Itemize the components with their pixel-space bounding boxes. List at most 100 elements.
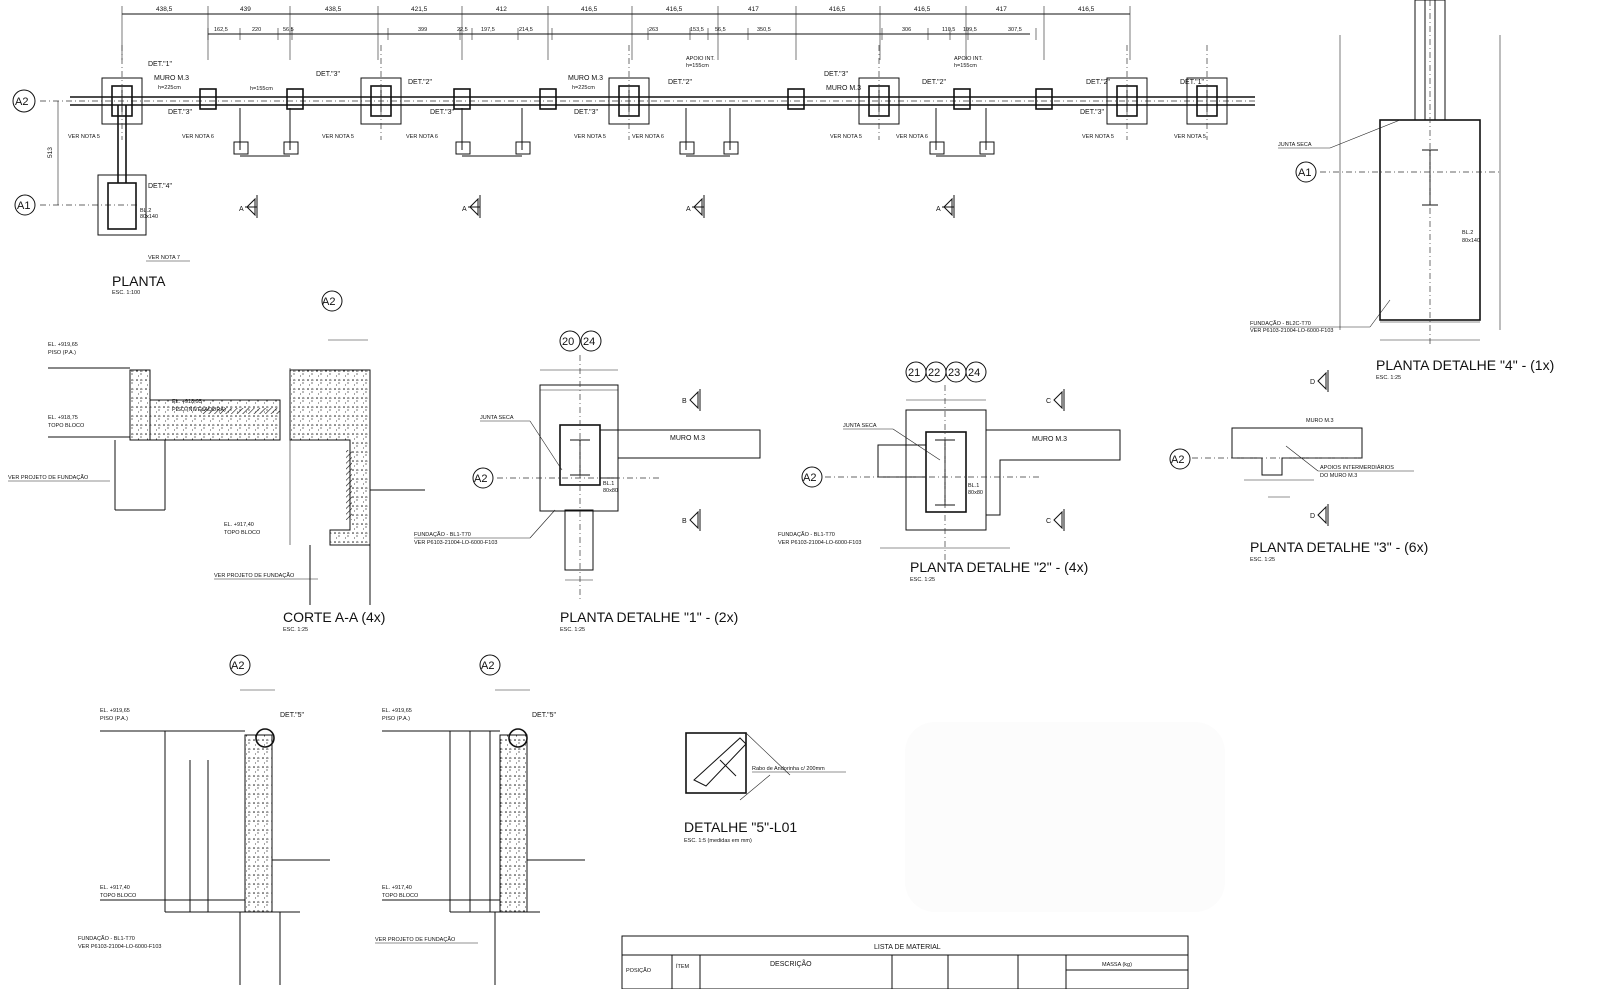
dim-label: 416,5	[581, 6, 598, 13]
table-title: LISTA DE MATERIAL	[874, 944, 941, 951]
footing	[233, 108, 299, 157]
el-piso-label: EL. +919,65	[100, 708, 130, 714]
axis-bubble-a2-det3: A2	[1169, 448, 1191, 470]
det3-label: DET."3"	[1080, 109, 1105, 116]
det3-title: PLANTA DETALHE "3" - (6x)	[1250, 539, 1428, 555]
footing	[929, 108, 995, 157]
axis-label: 22	[928, 367, 940, 379]
piso-pa-label: PISO (P.A.)	[382, 716, 410, 722]
footing	[455, 108, 531, 157]
col-massa: MASSA (kg)	[1102, 962, 1132, 968]
small-pillar	[1035, 88, 1053, 110]
section-letter: C	[1046, 518, 1051, 525]
muro-label: MURO M.3	[568, 75, 603, 82]
footing	[679, 108, 739, 157]
plan-scale: ESC. 1:100	[112, 290, 140, 296]
subdim-label: 162,5	[214, 27, 228, 33]
fund-bl1-label: FUNDAÇÃO - BL1-T70	[414, 531, 471, 538]
small-pillar	[286, 88, 304, 110]
el-piso-label: EL. +919,65	[48, 342, 78, 348]
section-d-marker	[1317, 504, 1329, 526]
junta-label: JUNTA SECA	[480, 415, 514, 421]
bl2-size: 80x140	[140, 214, 158, 220]
muro-label: MURO M.3	[154, 75, 189, 82]
axis-label: A1	[1298, 167, 1311, 179]
bl1-size: 80x80	[603, 488, 618, 494]
axis-bubble-a1: A1	[14, 194, 36, 216]
subdim-label: 110,5	[942, 27, 955, 33]
nota6-label: VER NOTA 6	[632, 134, 664, 140]
fund-label: FUNDAÇÃO - BL2C-T70	[1250, 320, 1311, 327]
corte-title: CORTE A-A (4x)	[283, 609, 385, 625]
det5-title: DETALHE "5"-L01	[684, 819, 797, 835]
section-letter: A	[239, 206, 244, 213]
topo-bloco-label: TOPO BLOCO	[48, 423, 85, 429]
section-letter: D	[1310, 513, 1315, 520]
section-a-a: A2 EL. +919,65 PISO (P.A.) EL. +918,75 T…	[8, 290, 425, 633]
blank-area	[905, 722, 1225, 912]
nota6-label: VER NOTA 6	[182, 134, 214, 140]
section-letter: C	[1046, 398, 1051, 405]
section-letter: B	[682, 518, 687, 525]
muro-label: MURO M.3	[1306, 418, 1334, 424]
section-a-marker	[245, 195, 258, 218]
nota5-label: VER NOTA 5	[322, 134, 354, 140]
detail-3: A2 MURO M.3 APOIOS INTERMERDIÁRIOS DO MU…	[1169, 418, 1428, 563]
subdim-label: 197,5	[481, 27, 495, 33]
material-list-table: LISTA DE MATERIAL POSIÇÃO ÍTEM DESCRIÇÃO…	[621, 935, 1189, 989]
nota5-label: VER NOTA 5	[68, 134, 100, 140]
h155-label: h=155cm	[250, 86, 273, 92]
apoio-label: APOIO INT.	[686, 56, 715, 62]
bl2-label: BL.2	[140, 208, 151, 214]
section-c-marker	[1053, 389, 1065, 411]
axis-bubble-a2: A2	[12, 89, 36, 113]
axis-bubble-a1-det4: A1	[1295, 161, 1317, 183]
h225-label: h=225cm	[158, 85, 181, 91]
axis-bubble-a2-det2: A2	[801, 466, 823, 488]
axis-label: A2	[1171, 454, 1184, 466]
axis-bubble-24b: 24	[965, 361, 987, 383]
det1-label: DET."1"	[148, 61, 173, 68]
detail-5: Rabo de Andorinha c/ 200mm DETALHE "5"-L…	[684, 732, 846, 844]
el-piso-label: EL. +919,65	[382, 708, 412, 714]
section-a-marker	[468, 195, 481, 218]
muro-label: MURO M.3	[826, 85, 861, 92]
axis-label: 21	[908, 367, 920, 379]
do-muro-label: DO MURO M.3	[1320, 473, 1357, 479]
topo-bloco-label: TOPO BLOCO	[382, 893, 419, 899]
apoios-label: APOIOS INTERMERDIÁRIOS	[1320, 464, 1394, 471]
el-917-label: EL. +917,40	[382, 885, 412, 891]
nota5-label: VER NOTA 5	[574, 134, 606, 140]
nota6-label: VER NOTA 6	[896, 134, 928, 140]
piso-niv-label: PISO (NIVELADORA)	[172, 407, 226, 413]
ver-fund-label: VER PROJETO DE FUNDAÇÃO	[375, 936, 456, 943]
pillar-group	[101, 45, 1228, 157]
nota6-label: VER NOTA 6	[406, 134, 438, 140]
section-d-marker	[1317, 370, 1329, 392]
det5-label: DET."5"	[280, 712, 305, 719]
subdim-label: 56,5	[283, 27, 294, 33]
det2-scale: ESC. 1:25	[910, 577, 935, 583]
bl1-label: BL.1	[968, 483, 979, 489]
rabo-label: Rabo de Andorinha c/ 200mm	[752, 766, 825, 772]
dim-label: 416,5	[1078, 6, 1095, 13]
subdim-label: 220	[252, 27, 261, 33]
junta-label: JUNTA SECA	[843, 423, 877, 429]
axis-bubble-21: 21	[905, 361, 927, 383]
det2-title: PLANTA DETALHE "2" - (4x)	[910, 559, 1088, 575]
el-topo-label: EL. +918,75	[48, 415, 78, 421]
axis-label: 24	[583, 336, 595, 348]
bl1-label: BL.1	[603, 481, 614, 487]
subdim-label: 109,5	[963, 27, 977, 33]
small-pillar	[953, 88, 971, 110]
axis-bubble-20: 20	[559, 330, 581, 352]
detail-4: 438,5 A1 JUNTA SECA BL.2 80x140 FUNDAÇÃO…	[1250, 0, 1554, 381]
col-item: ÍTEM	[676, 963, 690, 970]
det4-label: DET."4"	[148, 183, 173, 190]
nota7-label: VER NOTA 7	[148, 255, 180, 261]
subdim-label: 56,5	[715, 27, 726, 33]
axis-bubble-a2-corte: A2	[321, 290, 343, 312]
section-b-marker	[689, 509, 701, 531]
